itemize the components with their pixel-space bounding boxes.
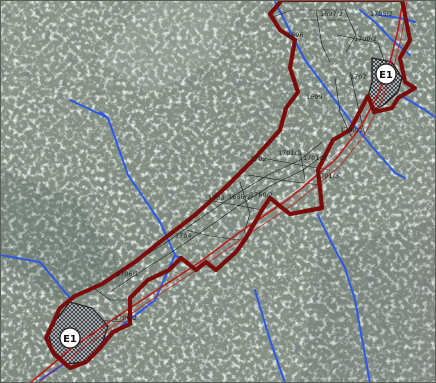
marker-e1-north[interactable]: E1 [375,63,397,85]
parcel-labels: 1697/2 1696 1700/2 1705/2 1699 1707 1702… [114,10,393,322]
parcel-line [315,9,331,63]
stream [317,214,371,383]
parcel-label: 1703 [208,194,225,202]
stream [254,289,286,383]
parcel-label: 1700/2 [354,35,377,43]
parcel-label: 1686/2 [228,193,251,201]
parcel-label: 1701/3 [316,172,339,180]
stream [69,99,196,269]
parcel-line [269,9,357,53]
parcel-line [89,284,130,301]
road-highlight [249,151,339,223]
marker-label: E1 [379,70,393,81]
parcel-label: 1697/2 [320,10,343,18]
parcel-label: 1696 [287,31,304,39]
parcel-label: 1699 [306,93,323,101]
parcel-label: 1706/2 [114,314,137,322]
parcel-line [204,199,263,211]
parcel-label: 1704 [175,232,192,240]
marker-e1-south[interactable]: E1 [59,327,81,349]
shaded-slope [0,170,130,300]
parcel-label: 1707 [350,73,367,81]
parcel-label: 1706/1 [116,270,139,278]
project-boundary[interactable] [43,0,418,371]
marker-label: E1 [63,334,77,345]
parcel-label: 1700/1 [340,126,363,134]
parcel-line [299,149,306,181]
parcel-line [336,34,385,61]
parcel-line [239,181,251,234]
light-clearing [95,0,240,95]
shaded-valley [300,220,436,383]
parcel-label: 1705/2 [370,10,393,18]
road-edge [37,0,408,383]
marker-circle [375,63,397,85]
parcel-label: 1702 [250,155,267,163]
road-centreline [29,0,404,383]
parcel-line [109,149,331,293]
parcel-label: 1701/2 [303,154,326,162]
stream [0,254,71,299]
stream [99,111,109,119]
marker-circle [59,327,81,349]
stream [359,9,411,56]
corridor-road [29,0,408,383]
stream [399,94,436,119]
parcel-label: 1760/2 [250,191,273,199]
parcel-label: 1701/1 [278,149,301,157]
